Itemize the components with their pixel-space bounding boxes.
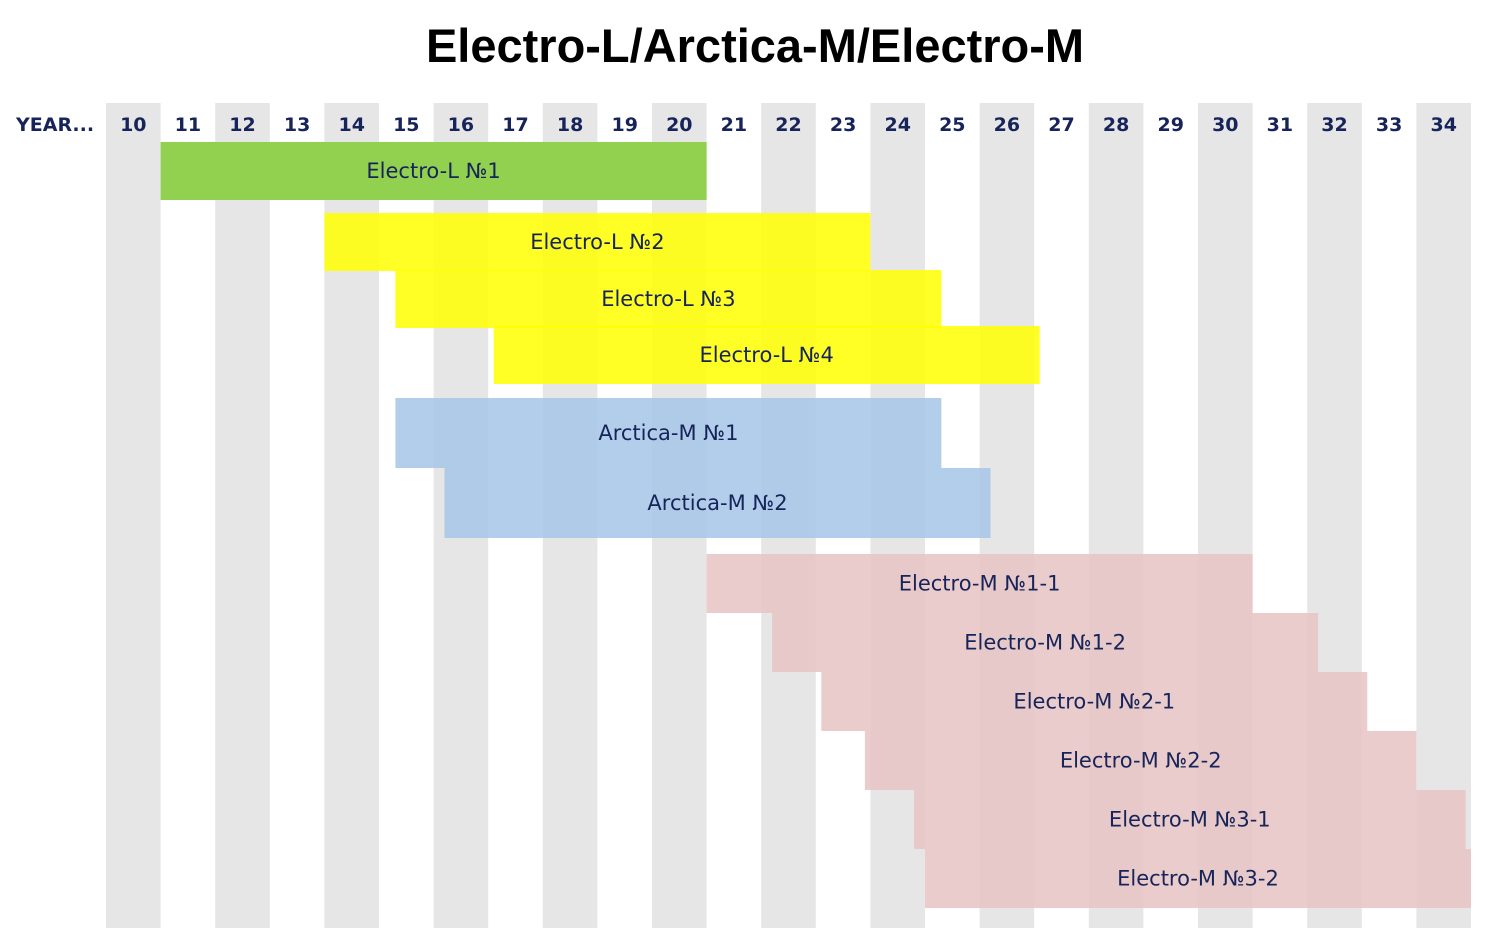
year-label-17: 17 [502,114,528,136]
bar [395,270,942,328]
year-label-33: 33 [1376,114,1402,136]
bar-label: Arctica-M №2 [647,491,787,515]
bar-group: Electro-M №3-1 [914,790,1466,849]
bar-label: Electro-L №3 [601,287,735,311]
year-label-22: 22 [775,114,801,136]
year-label-15: 15 [393,114,419,136]
bar-label: Electro-M №3-1 [1109,808,1271,832]
year-label-30: 30 [1212,114,1238,136]
year-stripe-10 [106,103,161,928]
bar-group: Electro-L №2 [324,213,871,271]
bar [864,731,1417,790]
bar-group: Electro-M №2-2 [864,731,1417,790]
bar-group: Electro-M №3-2 [925,849,1471,908]
year-label-16: 16 [448,114,474,136]
bar [395,398,942,468]
bar-label: Electro-L №1 [366,159,500,183]
bar-group: Electro-L №1 [160,142,707,200]
bar-label: Electro-L №2 [530,230,664,254]
year-stripe-12 [215,103,270,928]
year-label-20: 20 [666,114,692,136]
year-label-23: 23 [830,114,856,136]
bar-group: Electro-M №1-1 [706,554,1253,613]
year-label-12: 12 [229,114,255,136]
bar-group: Electro-L №3 [395,270,942,328]
year-label-29: 29 [1157,114,1183,136]
year-label-10: 10 [120,114,146,136]
year-labels: 10 11 12 13 14 15 16 17 18 19 20 21 22 23 24 25 26 27 28 29… [120,114,1457,136]
bar-label: Electro-M №1-2 [964,631,1126,655]
bar-label: Electro-M №1-1 [899,572,1061,596]
year-label-11: 11 [175,114,201,136]
bar [925,849,1471,908]
bar [324,213,871,271]
bar [772,613,1319,672]
bar-group: Electro-L №4 [493,326,1040,384]
year-label-13: 13 [284,114,310,136]
bar-label: Electro-L №4 [700,343,834,367]
year-label-18: 18 [557,114,583,136]
bar-label: Arctica-M №1 [598,421,738,445]
year-label-34: 34 [1430,114,1456,136]
year-label-19: 19 [611,114,637,136]
year-label-14: 14 [338,114,364,136]
year-axis-header: YEAR... [15,114,94,136]
year-label-24: 24 [884,114,910,136]
year-label-21: 21 [721,114,747,136]
year-label-32: 32 [1321,114,1347,136]
year-label-31: 31 [1267,114,1293,136]
bar-group: Arctica-M №1 [395,398,942,468]
year-label-26: 26 [994,114,1020,136]
bar [444,468,991,538]
bar [914,790,1466,849]
bar-label: Electro-M №2-2 [1060,749,1222,773]
gantt-bars: Electro-L №1 Electro-L №2 Electro-L №3 Elec… [160,142,1471,908]
bar-label: Electro-M №3-2 [1117,867,1279,891]
bar [706,554,1253,613]
bar-label: Electro-M №2-1 [1013,690,1175,714]
chart-title: Electro-L/Arctica-M/Electro-M [425,19,1085,72]
bar-group: Electro-M №1-2 [772,613,1319,672]
year-label-28: 28 [1103,114,1129,136]
bar [160,142,707,200]
year-label-27: 27 [1048,114,1074,136]
year-label-25: 25 [939,114,965,136]
bar-group: Arctica-M №2 [444,468,991,538]
bar [821,672,1368,731]
bar [493,326,1040,384]
bar-group: Electro-M №2-1 [821,672,1368,731]
